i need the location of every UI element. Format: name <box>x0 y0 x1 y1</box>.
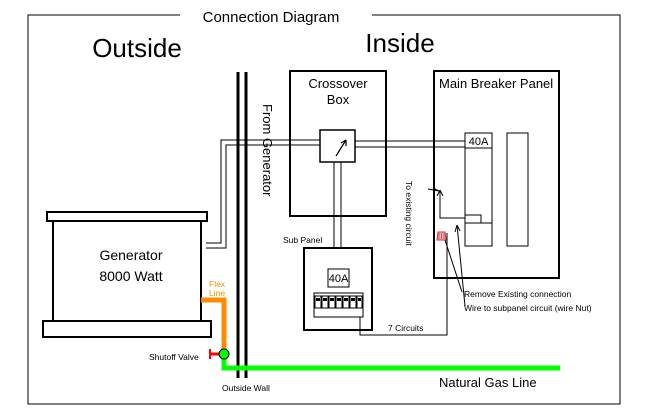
wire-nut-pointer <box>444 239 463 293</box>
main-breaker-strip <box>464 132 493 247</box>
seven-circuits-label: 7 Circuits <box>388 323 423 333</box>
natural-gas-line-label: Natural Gas Line <box>439 375 537 390</box>
switch-lever <box>335 139 347 157</box>
diagram-frame <box>27 14 621 405</box>
generator-wire-inner <box>206 144 320 249</box>
crossover-switch <box>319 129 356 163</box>
main-breaker-40a[interactable] <box>464 132 493 149</box>
to-existing-circuit-pointer <box>427 187 440 192</box>
generator-label: Generator <box>99 247 162 263</box>
flex-line <box>201 297 227 355</box>
shutoff-valve-label: Shutoff Valve <box>149 352 199 362</box>
subpanel-wire-arrow <box>454 224 461 233</box>
remove-existing-note: Remove Existing connection <box>464 289 572 299</box>
sub-breaker-switch-tabs <box>316 298 361 301</box>
diagram-title: Connection Diagram <box>203 9 340 26</box>
switch-lever-arrow <box>340 139 347 146</box>
wire-to-subpanel-note: Wire to subpanel circuit (wire Nut) <box>464 303 592 313</box>
main-breaker-panel <box>433 70 560 279</box>
sub-breaker-40a[interactable] <box>327 268 350 288</box>
flex-line-label-line2: Line <box>209 288 225 298</box>
main-bus-bar <box>506 132 529 247</box>
sub-breaker-40a-label: 40A <box>329 273 349 285</box>
sub-panel-label: Sub Panel <box>283 235 322 245</box>
to-existing-circuit-wire <box>439 190 465 219</box>
inside-heading: Inside <box>365 28 434 58</box>
subpanel-wire-pointer <box>456 224 466 307</box>
generator <box>42 211 212 338</box>
sub-breaker-switches <box>314 295 363 309</box>
main-breaker-panel-label: Main Breaker Panel <box>439 76 553 91</box>
main-breaker-40a-label: 40A <box>469 136 489 148</box>
main-breaker-slot <box>464 214 482 224</box>
crossover-label-line2: Box <box>327 92 350 107</box>
sub-panel <box>303 247 373 331</box>
outside-heading: Outside <box>92 33 182 63</box>
shutoff-valve-icon <box>209 348 230 360</box>
flex-line-label-line1: Flex <box>209 279 226 289</box>
crossover-label-line1: Crossover <box>308 76 368 91</box>
wire-nut-icon <box>436 231 447 241</box>
outside-wall-label: Outside Wall <box>222 383 270 393</box>
from-generator-label: From Generator <box>260 104 275 197</box>
generator-wire-outer <box>206 139 320 244</box>
seven-circuits-wire <box>359 233 448 336</box>
generator-wattage: 8000 Watt <box>99 268 162 284</box>
to-existing-circuit-label: To existing circuit <box>404 181 414 246</box>
natural-gas-line <box>221 351 560 371</box>
to-existing-circuit-arrow <box>436 189 444 197</box>
